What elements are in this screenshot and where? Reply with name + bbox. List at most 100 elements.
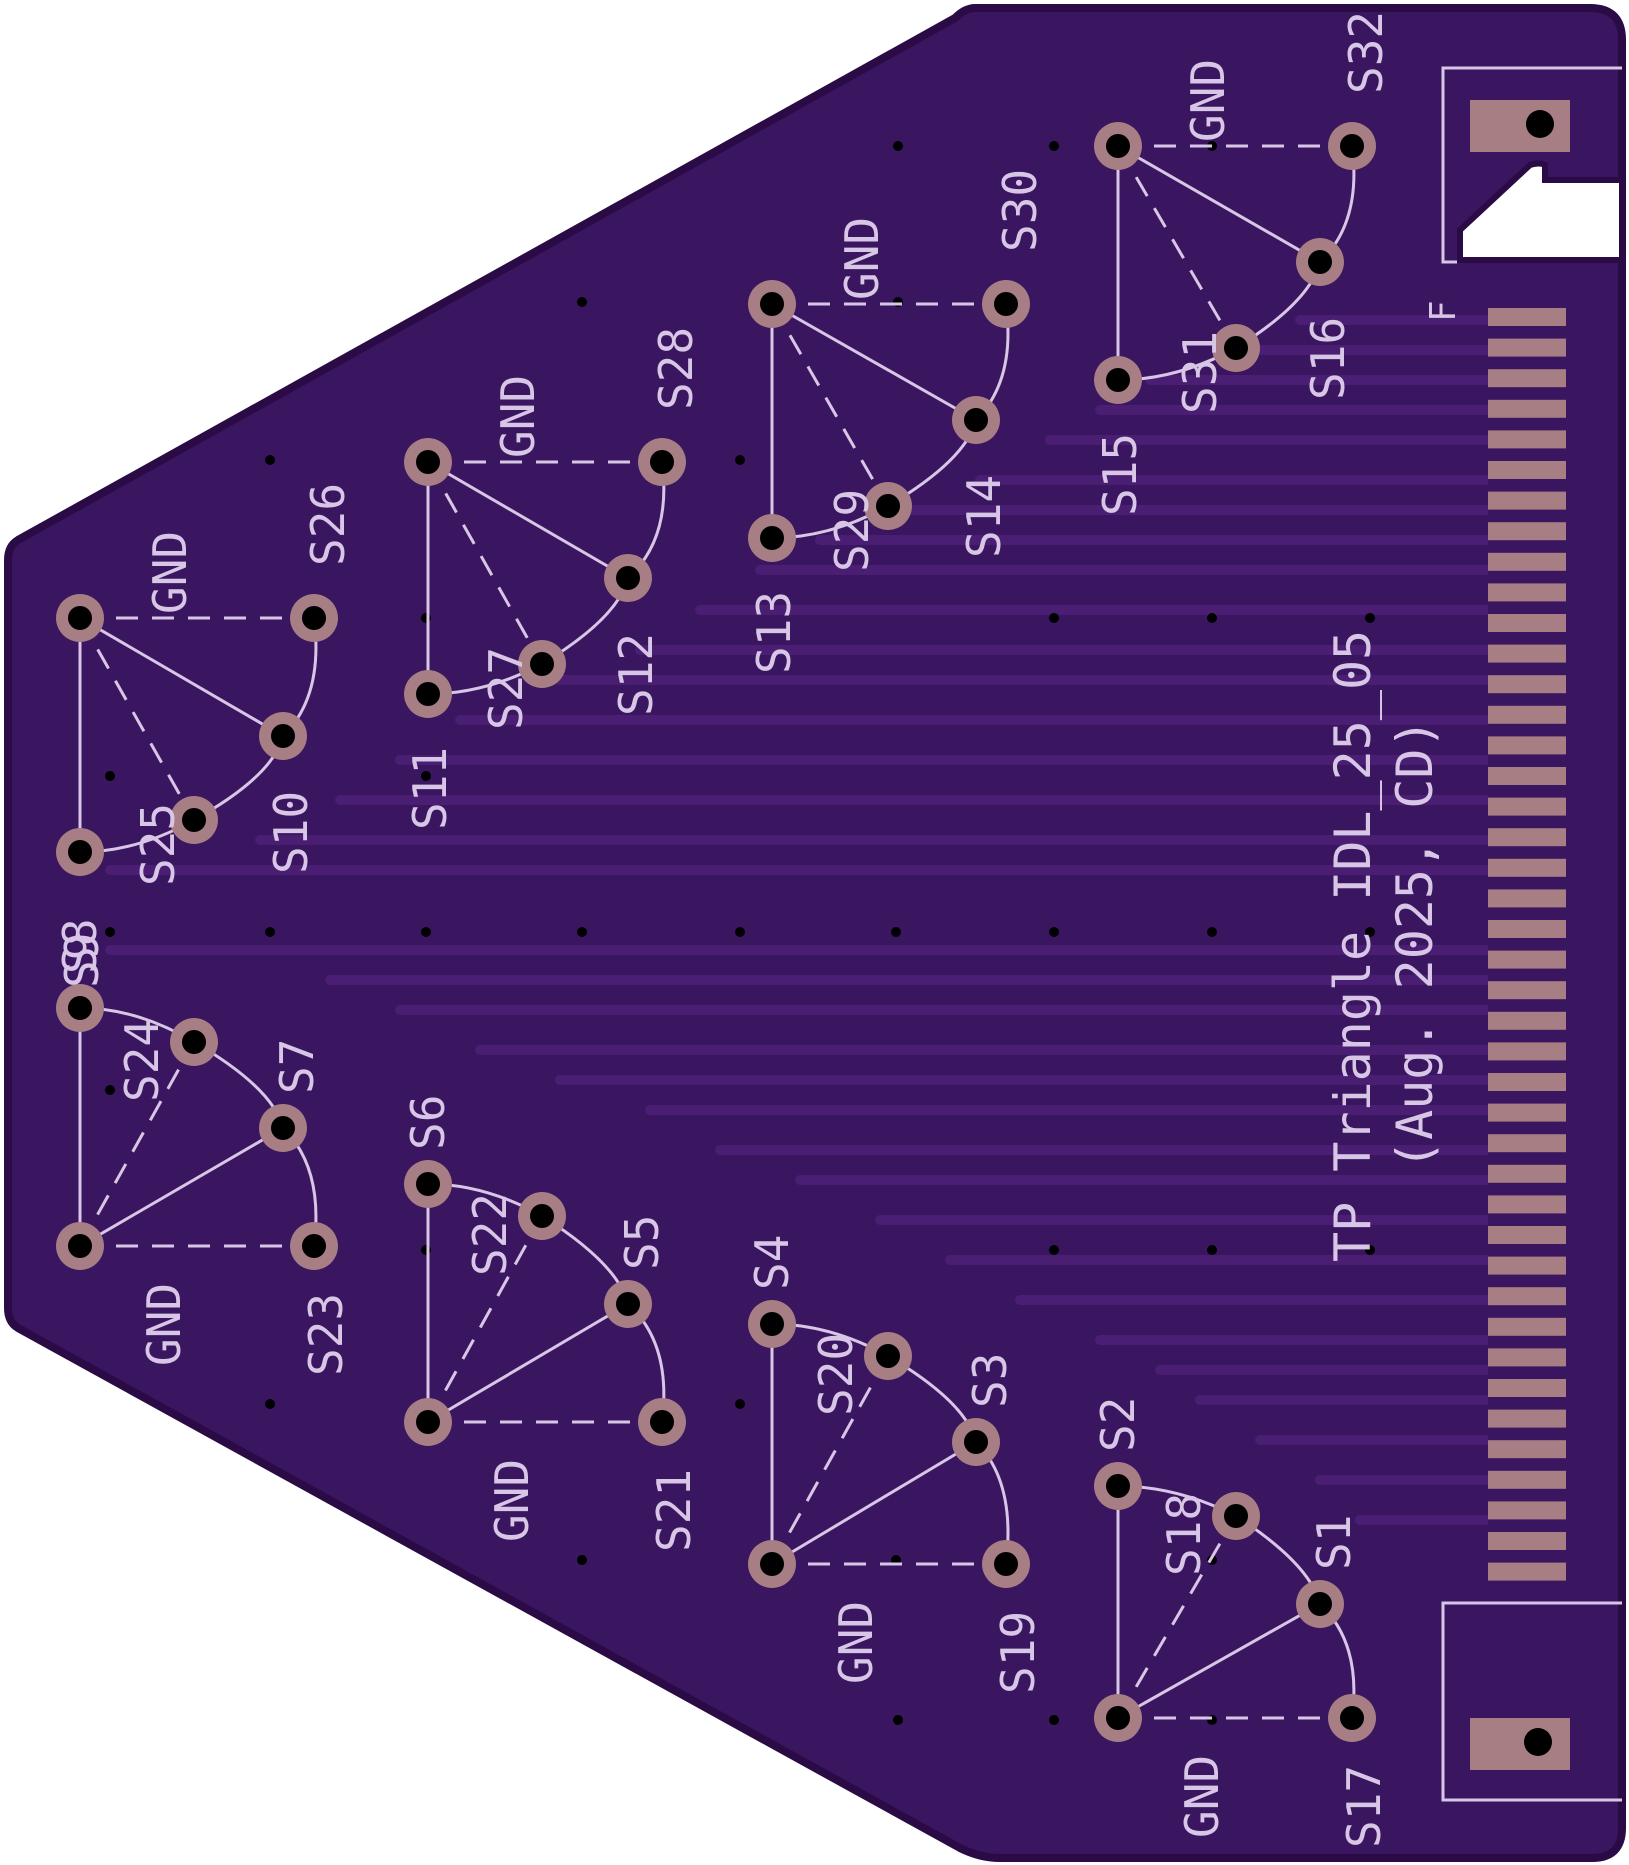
test-point-drill — [760, 526, 784, 550]
silk-arc — [1117, 1484, 1356, 1719]
silk-line — [78, 1041, 196, 1247]
edge-finger — [1488, 1562, 1566, 1581]
edge-finger — [1488, 1226, 1566, 1244]
test-point-drill — [964, 408, 988, 432]
silk-line — [1116, 145, 1238, 349]
silk-arc — [79, 1006, 318, 1247]
mid-label: S20 — [809, 1333, 863, 1416]
test-point-drill — [876, 1344, 900, 1368]
edge-finger — [1488, 522, 1566, 541]
silk-line — [79, 1126, 284, 1248]
test-point-drill — [994, 1552, 1018, 1576]
edge-finger — [1488, 920, 1566, 938]
edge-finger — [1488, 308, 1566, 326]
tl-label: S2 — [1091, 1397, 1145, 1452]
edge-finger — [1488, 369, 1566, 388]
test-point-drill — [530, 652, 554, 676]
test-point-drill — [68, 1234, 92, 1258]
right-label: S5 — [615, 1215, 669, 1270]
edge-finger — [1488, 1501, 1566, 1520]
connector-frame-bottom — [1441, 1601, 1622, 1802]
edge-finger — [1488, 1287, 1566, 1306]
edge-finger — [1488, 614, 1566, 632]
edge-finger — [1488, 1195, 1566, 1214]
tl-label: S13 — [747, 591, 801, 674]
silk-line — [79, 616, 284, 738]
via — [735, 1399, 745, 1409]
via — [893, 1715, 903, 1725]
silk-line — [771, 302, 977, 422]
mid-label: S29 — [825, 489, 879, 572]
edge-finger — [1488, 1011, 1566, 1030]
silk-line — [1117, 144, 1321, 264]
test-point-drill — [68, 996, 92, 1020]
test-point-drill — [416, 1410, 440, 1434]
gnd-label: GND — [835, 217, 889, 300]
via — [1365, 1245, 1375, 1255]
silk-line — [1116, 1515, 1238, 1719]
right-label: S12 — [609, 633, 663, 716]
silk-line — [1117, 1602, 1321, 1720]
via — [1207, 927, 1217, 937]
test-point-drill — [1308, 1592, 1332, 1616]
edge-finger — [1488, 675, 1566, 694]
silk-line — [78, 617, 196, 821]
via — [105, 1085, 115, 1095]
edge-connector — [1488, 308, 1566, 1581]
test-point-drill — [182, 808, 206, 832]
gnd-label: GND — [1181, 59, 1235, 142]
edge-finger — [1488, 767, 1566, 785]
mid-label: S22 — [463, 1193, 517, 1276]
test-point-clusters: GNDS26S10S25S9GNDS28S12S27S11GNDS30S14S2… — [53, 11, 1393, 1848]
silk-arc — [771, 1322, 1010, 1565]
test-point-drill — [994, 292, 1018, 316]
edge-finger — [1488, 1440, 1566, 1459]
right-label: S14 — [957, 475, 1011, 558]
right-label: S3 — [963, 1353, 1017, 1408]
test-point-drill — [650, 450, 674, 474]
test-point-drill — [271, 1116, 295, 1140]
mount-pad-top — [1470, 100, 1570, 152]
edge-finger — [1488, 828, 1566, 847]
via — [421, 927, 431, 937]
edge-finger — [1488, 736, 1566, 755]
edge-finger — [1488, 858, 1566, 877]
edge-finger — [1488, 430, 1566, 449]
test-point-drill — [530, 1204, 554, 1228]
via — [1049, 141, 1059, 151]
test-point-drill — [1224, 336, 1248, 360]
edge-finger — [1488, 889, 1566, 908]
via — [105, 771, 115, 781]
via — [577, 927, 587, 937]
test-point-drill — [964, 1430, 988, 1454]
test-point-drill — [1308, 250, 1332, 274]
test-point-drill — [416, 1172, 440, 1196]
right-label: S16 — [1301, 317, 1355, 400]
silk-arc — [427, 1182, 666, 1423]
edge-finger — [1488, 1470, 1566, 1489]
edge-finger — [1488, 1348, 1566, 1367]
test-point-drill — [616, 1292, 640, 1316]
test-point-drill — [616, 566, 640, 590]
via — [735, 455, 745, 465]
edge-finger — [1488, 1532, 1566, 1550]
test-point-drill — [68, 606, 92, 630]
test-point-drill — [1340, 1706, 1364, 1730]
via — [735, 927, 745, 937]
edge-finger — [1488, 338, 1566, 357]
silk-arc — [427, 461, 666, 696]
tl-label: S9 — [55, 933, 109, 988]
mid-label: S31 — [1173, 331, 1227, 414]
silk-arc — [79, 617, 318, 854]
edge-finger — [1488, 399, 1566, 418]
mid-label: S25 — [131, 803, 185, 886]
gnd-label: GND — [137, 1283, 191, 1366]
test-point-drill — [271, 724, 295, 748]
test-point-drill — [1106, 134, 1130, 158]
bottom-right-label: S19 — [991, 1611, 1045, 1694]
test-point-drill — [760, 292, 784, 316]
edge-finger — [1488, 1073, 1566, 1091]
